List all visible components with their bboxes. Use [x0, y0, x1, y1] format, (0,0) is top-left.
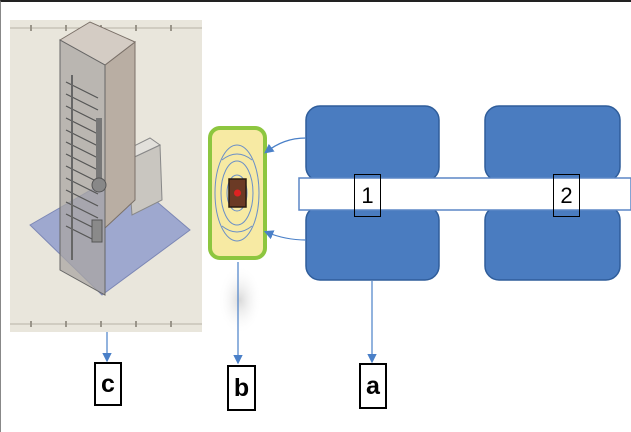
sensor-point: [234, 189, 241, 197]
block-2-top: [484, 105, 621, 182]
device-photo: [10, 20, 202, 332]
sensor-shadow: [218, 265, 262, 335]
panel-label-b: b: [227, 365, 256, 411]
arrow-bottom-to-sensor: [263, 230, 307, 241]
array-label-2: 2: [553, 174, 580, 217]
panel-label-a: a: [359, 363, 387, 409]
array-label-1: 1: [354, 174, 381, 217]
arrow-top-to-sensor: [264, 137, 307, 154]
block-1-bottom: [305, 205, 440, 281]
field-lines: [214, 144, 260, 242]
track-strip: [298, 177, 631, 211]
device-illustration: [10, 21, 202, 327]
block-2-bottom: [484, 205, 621, 281]
panel-label-c: c: [94, 362, 122, 406]
block-1-top: [305, 105, 440, 182]
